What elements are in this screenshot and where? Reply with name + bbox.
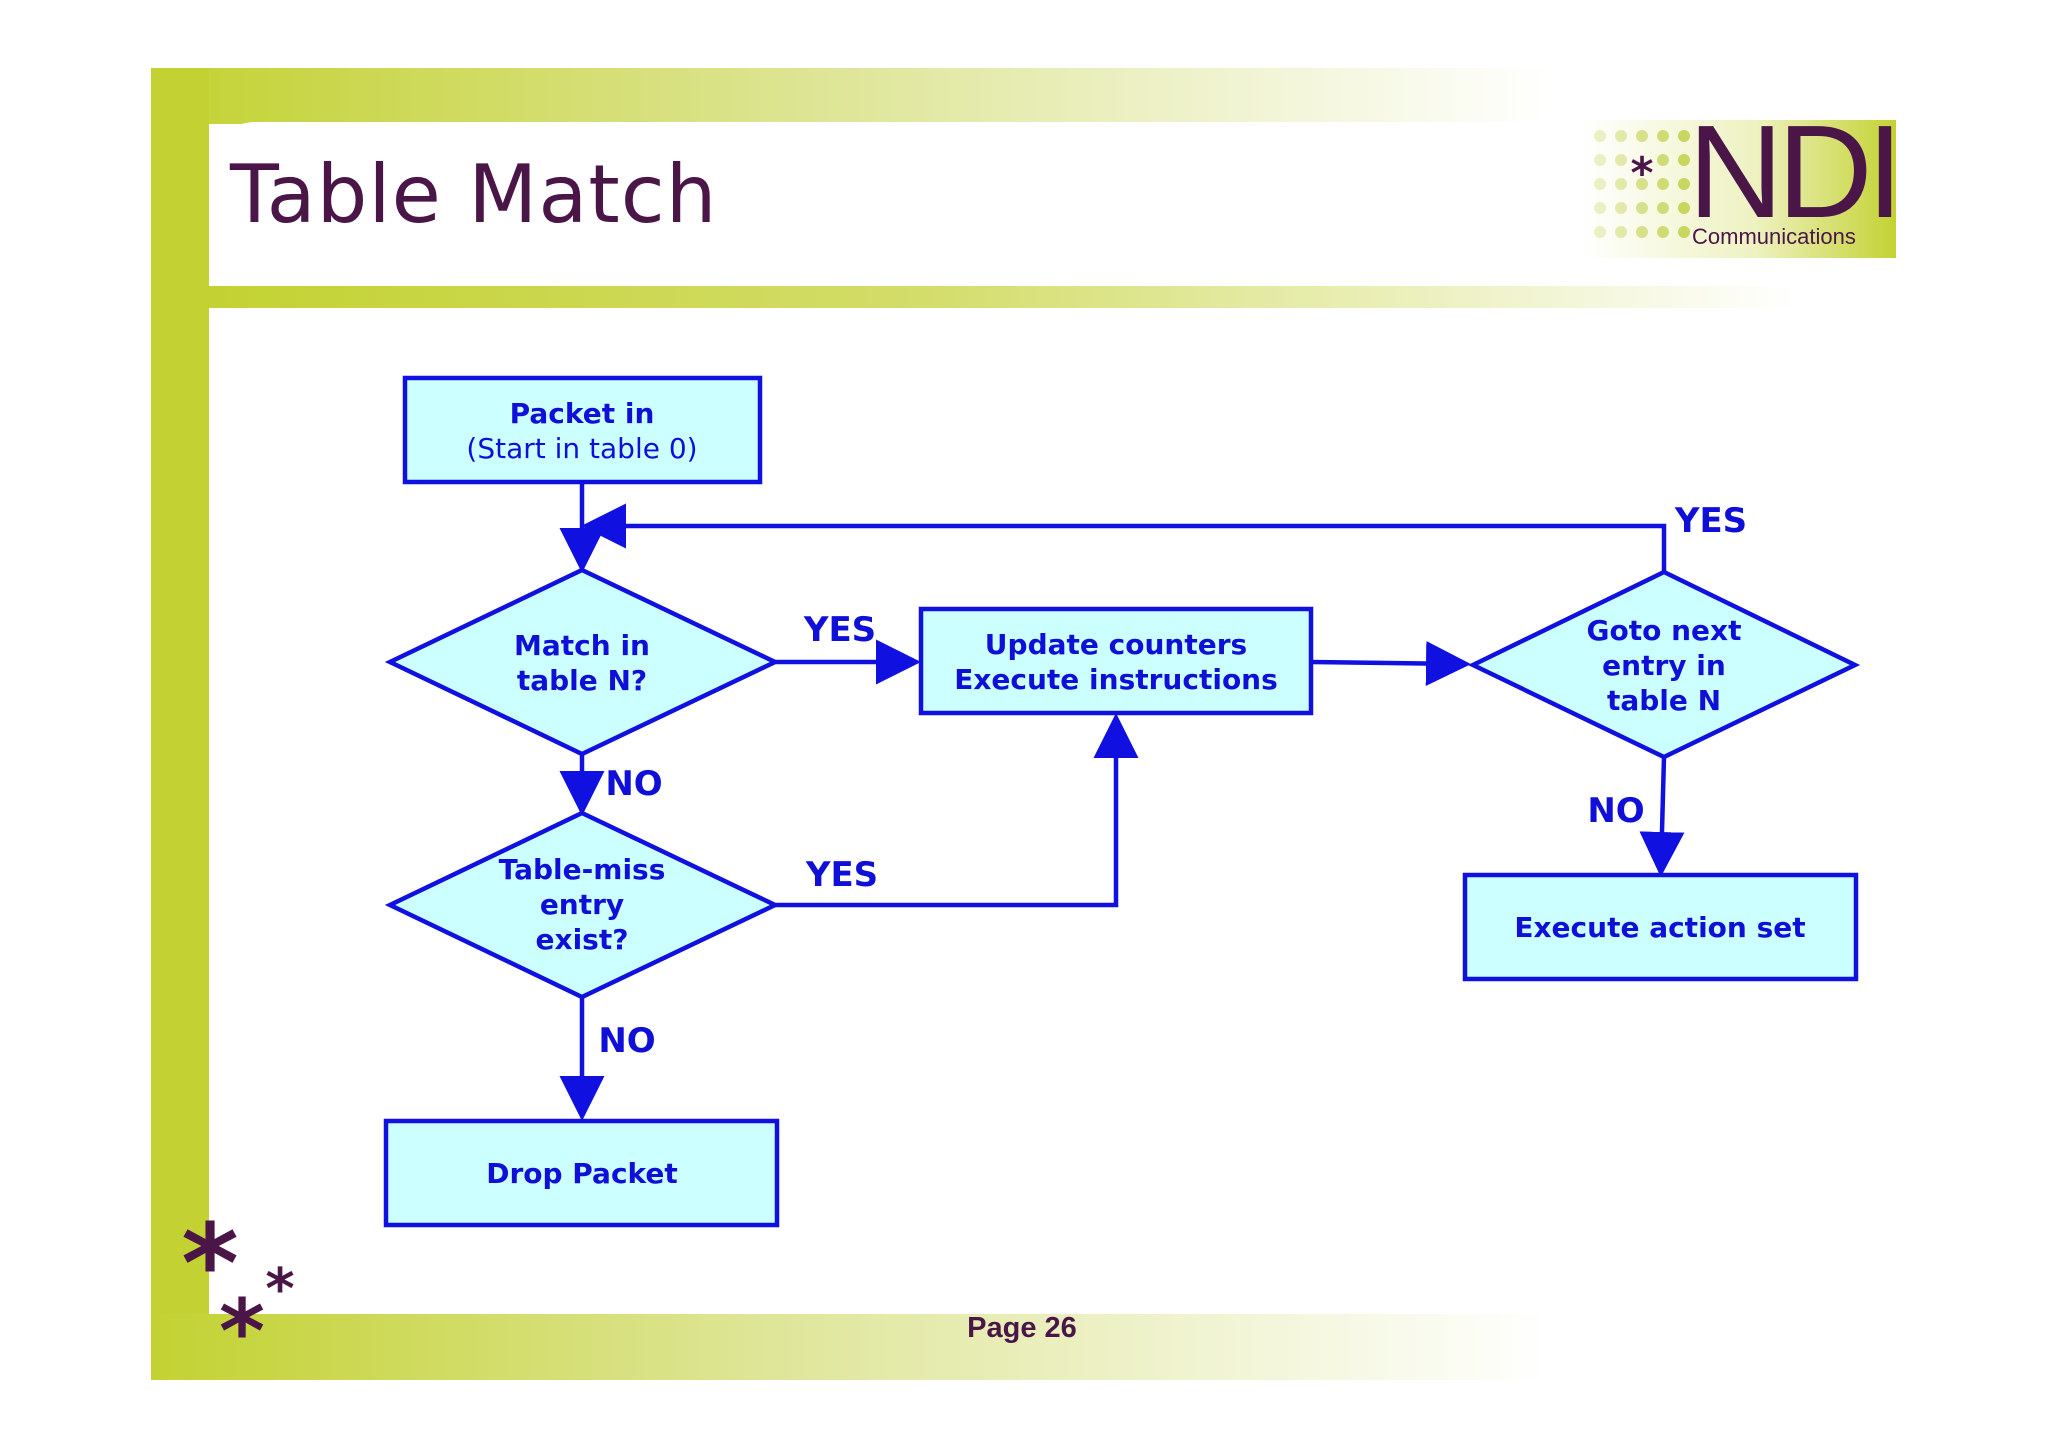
goto-next-label-line2: entry in xyxy=(1602,649,1726,682)
bottom-accent-band xyxy=(151,1314,1551,1380)
node-drop-packet xyxy=(383,1118,780,1228)
edge-goto-yes xyxy=(581,503,1667,572)
match-table-label-line2: table N? xyxy=(517,664,647,697)
edge-label-goto-no: NO xyxy=(1587,791,1644,831)
svg-text:*: * xyxy=(181,1212,239,1328)
ndi-logo: * NDI Communications xyxy=(1580,106,1903,258)
edge-update-to-goto xyxy=(1310,641,1471,687)
edge-label-match-yes: YES xyxy=(803,610,876,650)
node-execute-action-set xyxy=(1462,872,1859,982)
edge-miss-yes xyxy=(775,713,1139,908)
update-counters-label-line2: Execute instructions xyxy=(954,663,1278,696)
execute-action-set-label: Execute action set xyxy=(1514,911,1805,944)
packet-in-label-line1: Packet in xyxy=(510,397,655,430)
edge-label-goto-yes: YES xyxy=(1674,501,1747,541)
edge-label-miss-yes: YES xyxy=(805,855,878,895)
drop-packet-label: Drop Packet xyxy=(486,1157,678,1190)
table-miss-label-line3: exist? xyxy=(536,923,629,956)
edge-label-miss-no: NO xyxy=(598,1021,655,1061)
svg-text:*: * xyxy=(219,1280,265,1362)
logo-wordmark: NDI xyxy=(1688,98,1903,245)
table-miss-label-line1: Table-miss xyxy=(499,853,666,886)
node-table-miss xyxy=(384,810,781,1000)
table-miss-label-line2: entry xyxy=(540,888,624,921)
edge-label-match-no: NO xyxy=(605,764,662,804)
goto-next-label-line3: table N xyxy=(1607,684,1721,717)
decorative-asterisks-icon: * * * xyxy=(181,1212,294,1362)
page-number: Page 26 xyxy=(967,1312,1077,1344)
goto-next-label-line1: Goto next xyxy=(1587,614,1742,647)
svg-text:*: * xyxy=(1630,148,1653,199)
edge-goto-no xyxy=(1639,756,1685,877)
svg-text:*: * xyxy=(265,1257,294,1322)
title-underline-rule xyxy=(209,286,1799,308)
node-match-table xyxy=(384,567,781,757)
top-accent-band xyxy=(151,68,1551,124)
update-counters-label-line1: Update counters xyxy=(985,628,1247,661)
logo-subtitle: Communications xyxy=(1692,224,1856,249)
node-packet-in xyxy=(402,375,763,485)
node-update-counters xyxy=(918,606,1314,716)
node-goto-next xyxy=(1467,569,1861,760)
left-accent-band xyxy=(151,68,209,1380)
slide-title: Table Match xyxy=(230,148,718,241)
logo-dot-grid-icon: * xyxy=(1594,130,1690,238)
packet-in-label-line2: (Start in table 0) xyxy=(466,432,697,465)
match-table-label-line1: Match in xyxy=(514,629,650,662)
